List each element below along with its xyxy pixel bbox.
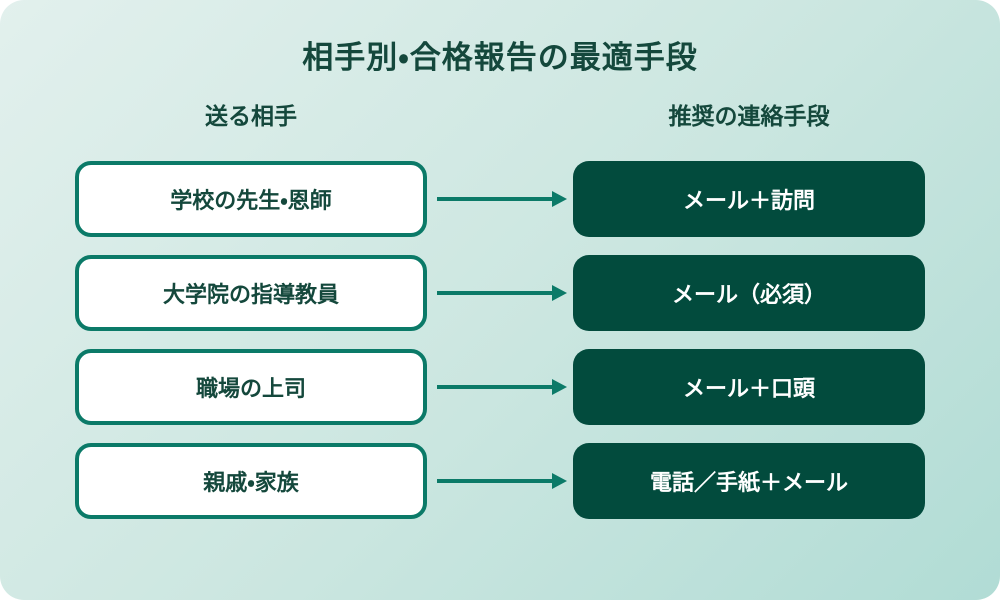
recipient-box: 大学院の指導教員 <box>75 255 427 331</box>
arrow-head <box>552 473 567 489</box>
method-box: 電話／手紙＋メール <box>573 443 925 519</box>
method-box: メール（必須） <box>573 255 925 331</box>
arrow-shaft <box>437 385 552 389</box>
arrow-shaft <box>437 197 552 201</box>
arrow-shaft <box>437 479 552 483</box>
page-title: 相手別・合格報告の最適手段 <box>302 40 698 75</box>
mapping-rows: 学校の先生・恩師 メール＋訪問 大学院の指導教員 メール（必須） 職場の上司 メ… <box>75 161 925 537</box>
arrow-shaft <box>437 291 552 295</box>
recipient-box: 親戚・家族 <box>75 443 427 519</box>
mapping-row-family: 親戚・家族 電話／手紙＋メール <box>75 443 925 519</box>
mapping-row-boss: 職場の上司 メール＋口頭 <box>75 349 925 425</box>
arrow-head <box>552 191 567 207</box>
column-header-recipient: 送る相手 <box>205 103 297 129</box>
arrow-right-icon <box>437 191 567 207</box>
mapping-row-teacher: 学校の先生・恩師 メール＋訪問 <box>75 161 925 237</box>
recipient-box: 学校の先生・恩師 <box>75 161 427 237</box>
method-box: メール＋訪問 <box>573 161 925 237</box>
arrow-right-icon <box>437 285 567 301</box>
method-box: メール＋口頭 <box>573 349 925 425</box>
arrow-right-icon <box>437 473 567 489</box>
arrow-head <box>552 379 567 395</box>
arrow-head <box>552 285 567 301</box>
mapping-row-advisor: 大学院の指導教員 メール（必須） <box>75 255 925 331</box>
recipient-box: 職場の上司 <box>75 349 427 425</box>
column-header-method: 推奨の連絡手段 <box>668 103 830 129</box>
arrow-right-icon <box>437 379 567 395</box>
